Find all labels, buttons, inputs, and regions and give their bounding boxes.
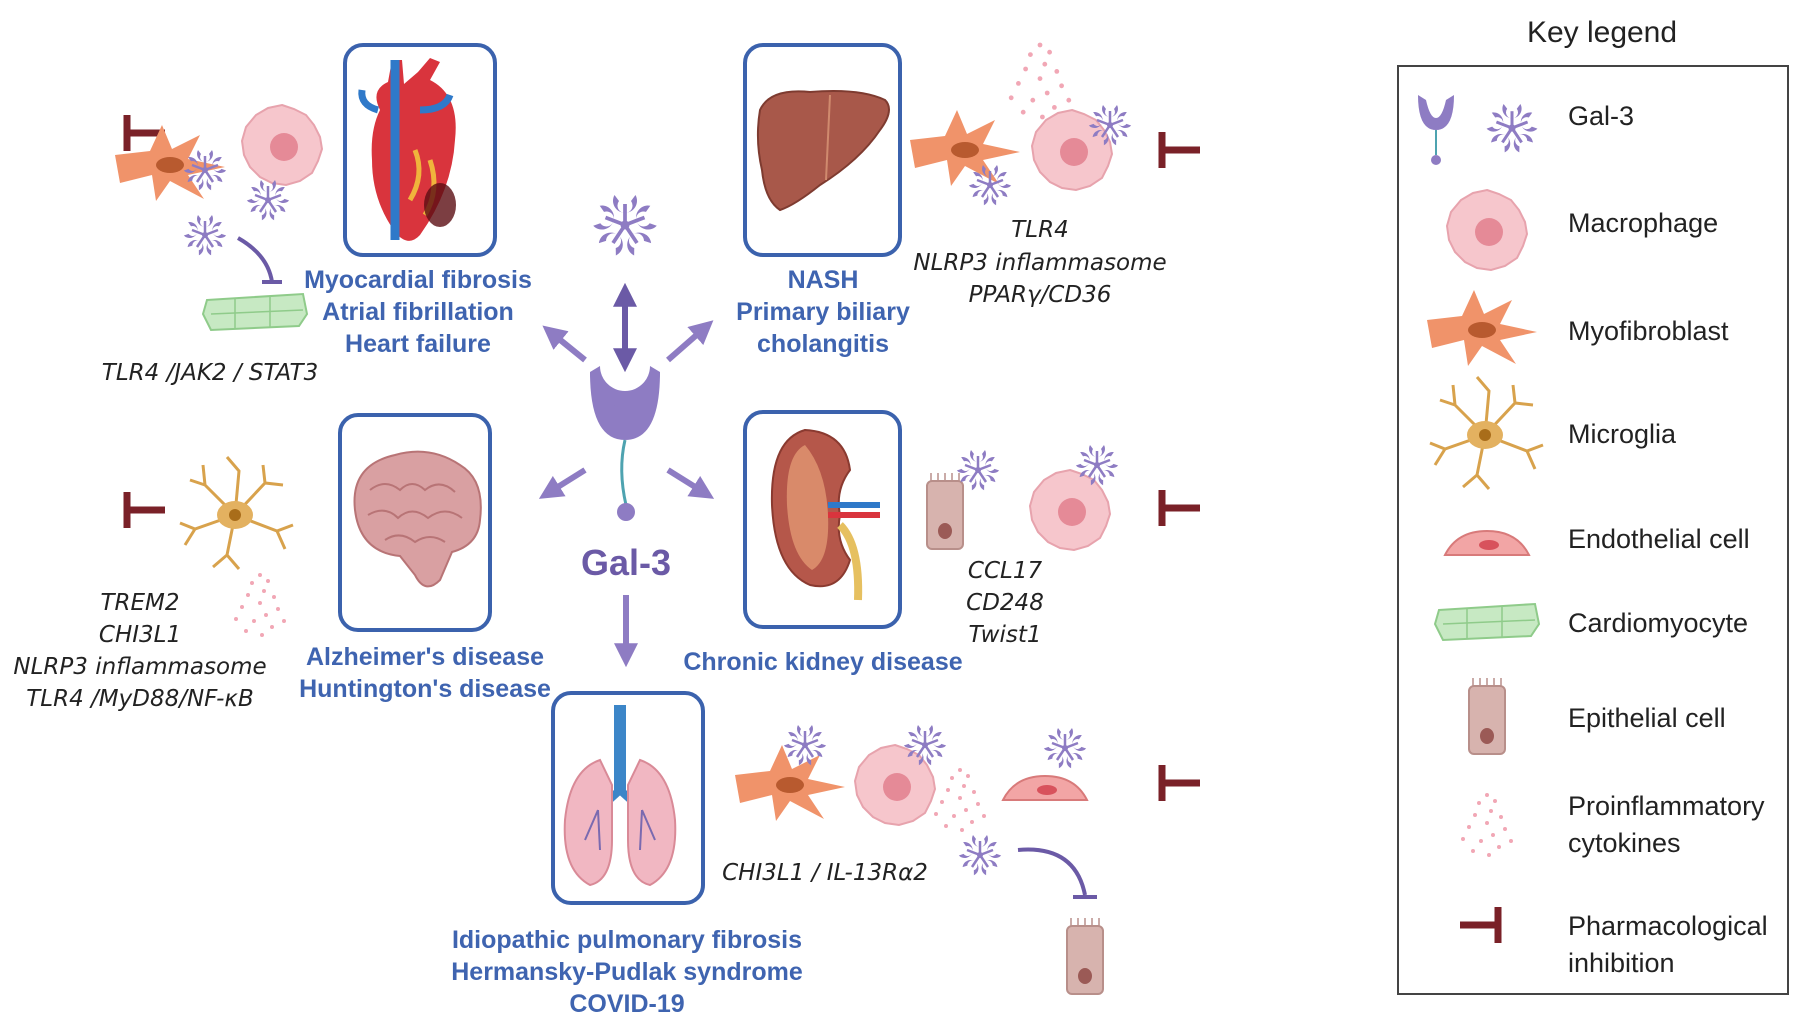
heart-icon <box>358 58 456 241</box>
pathway-liver-line1: TLR4 <box>1011 217 1068 243</box>
organ-brain-line2: Huntington's disease <box>299 675 551 703</box>
center-gal3: Gal-3 <box>581 193 671 583</box>
organ-liver-line3: cholangitis <box>757 330 889 358</box>
organ-heart-line1: Myocardial fibrosis <box>304 266 532 294</box>
legend-gal3-icon <box>1418 95 1540 165</box>
legend-inhibition-line2: inhibition <box>1568 948 1675 978</box>
heart-panel: Myocardial fibrosis Atrial fibrillation … <box>304 43 532 358</box>
legend-inhibition-line1: Pharmacological <box>1568 911 1768 941</box>
pathway-brain-line4: TLR4 /MyD88/NF-κB <box>26 686 254 712</box>
legend-cytokines-line1: Proinflammatory <box>1568 791 1765 821</box>
legend-endothelial: Endothelial cell <box>1568 524 1750 554</box>
liver-icon <box>756 90 890 212</box>
legend-epithelial: Epithelial cell <box>1568 703 1726 733</box>
kidney-cells: CCL17 CD248 Twist1 <box>926 443 1200 648</box>
pathway-kidney-line3: Twist1 <box>968 622 1041 648</box>
organ-lung-line1: Idiopathic pulmonary fibrosis <box>452 926 802 954</box>
kidney-panel: Chronic kidney disease <box>683 410 963 676</box>
legend-gal3: Gal-3 <box>1568 101 1634 131</box>
lung-cells: CHI3L1 / IL-13Rα2 <box>722 723 1200 995</box>
legend-cytokines-line2: cytokines <box>1568 828 1681 858</box>
pathway-brain-line3: NLRP3 inflammasome <box>13 654 266 680</box>
lungs-icon <box>563 705 677 887</box>
organ-heart-line3: Heart failure <box>345 330 491 358</box>
organ-heart-line2: Atrial fibrillation <box>322 298 514 326</box>
center-arrows <box>538 320 715 668</box>
kidney-icon <box>770 428 880 601</box>
lung-panel: Idiopathic pulmonary fibrosis Hermansky-… <box>451 691 803 1018</box>
pathway-kidney-line1: CCL17 <box>968 558 1043 584</box>
organ-liver-line1: NASH <box>788 266 859 294</box>
brain-panel: Alzheimer's disease Huntington's disease <box>299 413 551 703</box>
pathway-kidney-line2: CD248 <box>966 590 1044 616</box>
pathway-brain-line2: CHI3L1 <box>99 622 181 648</box>
brain-cells: TREM2 CHI3L1 NLRP3 inflammasome TLR4 /My… <box>13 455 295 712</box>
liver-cells: TLR4 NLRP3 inflammasome PPARγ/CD36 <box>910 42 1200 308</box>
legend-cardiomyocyte-icon <box>1434 603 1540 641</box>
pathway-liver-line3: PPARγ/CD36 <box>969 282 1112 308</box>
heart-cells: TLR4 /JAK2 / STAT3 <box>102 104 323 386</box>
legend-myofibroblast: Myofibroblast <box>1568 316 1729 346</box>
legend: Key legend Gal-3 Macrophage Myofibroblas… <box>1397 16 1789 995</box>
pathway-brain-line1: TREM2 <box>100 590 179 616</box>
legend-macrophage: Macrophage <box>1568 208 1718 238</box>
organ-lung-line3: COVID-19 <box>569 990 684 1018</box>
organ-brain-line1: Alzheimer's disease <box>306 643 544 671</box>
liver-panel: NASH Primary biliary cholangitis <box>736 43 910 358</box>
pathway-liver-line2: NLRP3 inflammasome <box>913 250 1166 276</box>
legend-title: Key legend <box>1527 16 1677 49</box>
organ-lung-line2: Hermansky-Pudlak syndrome <box>451 958 803 986</box>
pathway-lung: CHI3L1 / IL-13Rα2 <box>722 860 928 886</box>
organ-kidney: Chronic kidney disease <box>683 648 962 676</box>
legend-cardiomyocyte: Cardiomyocyte <box>1568 608 1748 638</box>
brain-icon <box>353 450 482 588</box>
organ-liver-line2: Primary biliary <box>736 298 910 326</box>
legend-epithelial-icon <box>1468 677 1506 755</box>
legend-microglia: Microglia <box>1568 419 1677 449</box>
center-label: Gal-3 <box>581 542 671 583</box>
pathway-heart: TLR4 /JAK2 / STAT3 <box>102 360 318 386</box>
